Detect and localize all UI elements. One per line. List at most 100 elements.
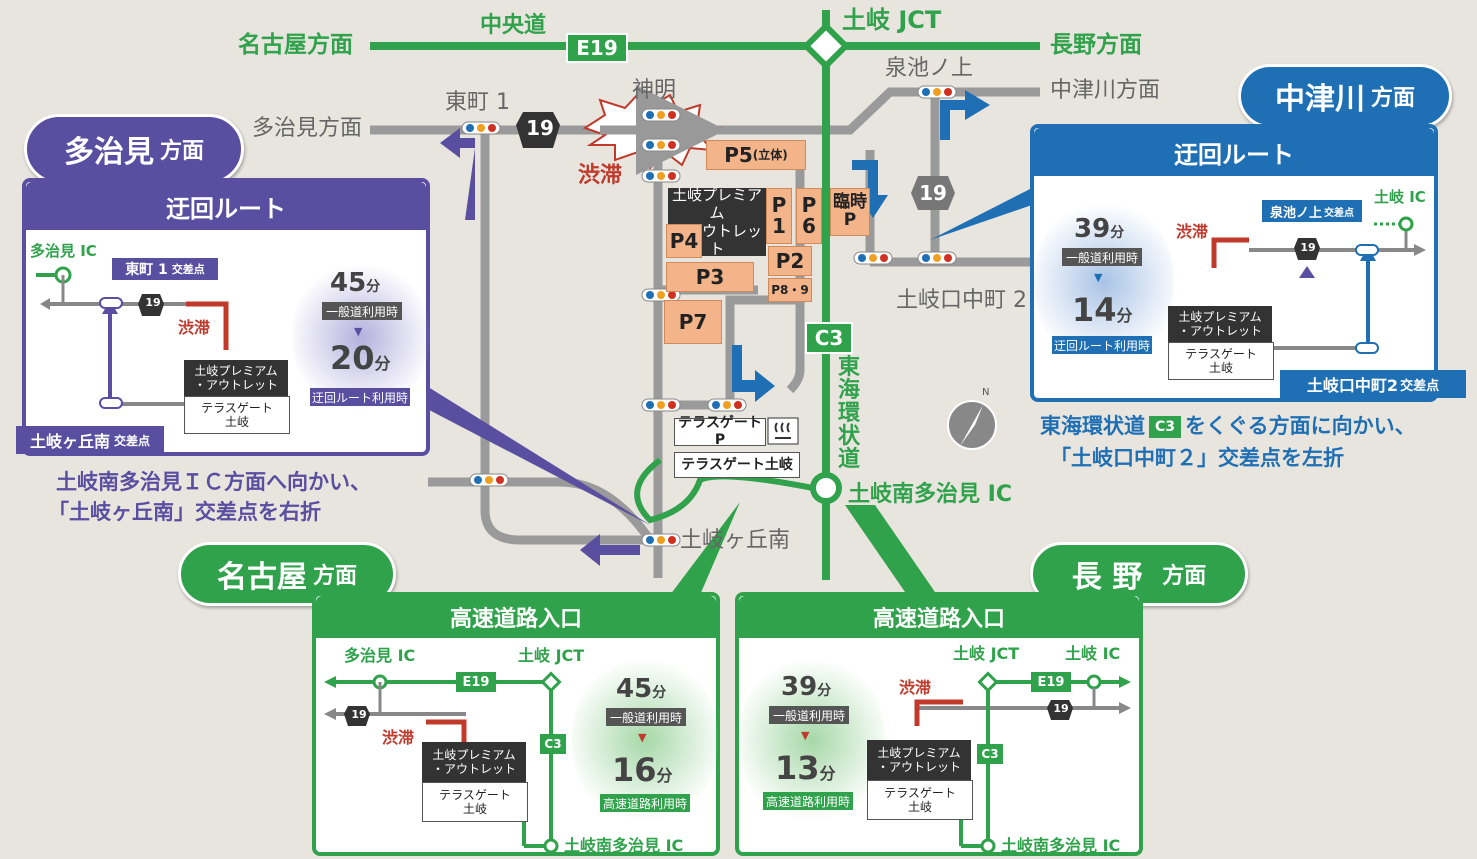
- parking-p7: P7: [664, 300, 722, 344]
- nagano-route19: 19: [1053, 702, 1069, 715]
- toki-jct-label: 土岐 JCT: [842, 6, 942, 34]
- ic-marker: [810, 472, 842, 504]
- nagano-e19-badge: E19: [1031, 672, 1071, 692]
- c3-badge: C3: [805, 322, 853, 354]
- panel-nagano-title: 高速道路入口: [739, 596, 1139, 638]
- tokigaoka-label: 土岐ヶ丘南: [680, 528, 791, 553]
- toki-ic-label: 土岐 IC: [1374, 188, 1426, 206]
- jct-marker: [801, 21, 851, 71]
- panel-nakatsugawa: 迂回ルート 39分 一般道利用時 ▼ 14分 迂回ルート利用時 渋滞 泉池ノ上交…: [1030, 124, 1466, 402]
- pointer-nagoya: [670, 502, 740, 595]
- nagano-time-normal: 39分: [781, 672, 832, 702]
- nakatsugawa-caption-2: 「土岐口中町２」交差点を左折: [1050, 446, 1344, 470]
- blue-arrows: [732, 90, 990, 402]
- jam-label-shinmei: 渋滞: [578, 163, 623, 188]
- tokiguchi-label: 土岐口中町 2: [896, 288, 1027, 313]
- tajimi-time-detour: 20分: [330, 339, 391, 377]
- nagano-terrace: テラスゲート 土岐: [867, 780, 973, 820]
- terrace-parking: テラスゲートP: [674, 415, 766, 448]
- tokigaoka-badge: 土岐ヶ丘南交差点: [16, 426, 164, 454]
- panel-tajimi-title: 迂回ルート: [26, 182, 426, 230]
- nagano-jam: 渋滞: [899, 678, 932, 697]
- panel-nakatsugawa-jam: 渋滞: [1176, 222, 1209, 241]
- caption-c3-badge: C3: [1149, 416, 1181, 438]
- nagoya-jam: 渋滞: [382, 728, 415, 747]
- nakatsugawa-time-detour: 14分: [1072, 291, 1133, 329]
- chuo-expressway-label: 中央道: [480, 13, 547, 38]
- parking-p1: P 1: [766, 188, 792, 244]
- shinmei-label: 神明: [632, 78, 677, 103]
- route19-shield-label-2: 19: [919, 181, 947, 205]
- panel-tajimi-route: 19: [145, 296, 161, 309]
- nakatsugawa-time-normal: 39分: [1074, 214, 1125, 244]
- nakatsugawa-label-detour: 迂回ルート利用時: [1052, 336, 1152, 354]
- panel-nakatsugawa-route: 19: [1300, 241, 1316, 254]
- panel-tajimi-outlet: 土岐プレミアム ・アウトレット: [184, 360, 288, 396]
- tajimi-label-detour: 迂回ルート利用時: [310, 388, 410, 406]
- nagoya-tajimi-ic: 多治見 IC: [344, 646, 416, 665]
- route19-shield-label: 19: [526, 116, 554, 140]
- pointer-nakatsugawa: [930, 188, 1032, 240]
- parking-p5: P5(立体): [706, 140, 806, 170]
- nakatsugawa-label-normal: 一般道利用時: [1062, 248, 1142, 266]
- panel-nakatsugawa-outlet: 土岐プレミアム ・アウトレット: [1168, 306, 1272, 342]
- panel-nagoya: 高速道路入口 多治見 IC 土岐 JCT E19 19 渋滞 土岐プレミアム ・…: [312, 592, 720, 856]
- nagano-toki-jct: 土岐 JCT: [953, 644, 1020, 663]
- parking-p6: P 6: [796, 188, 822, 244]
- ic-label: 土岐南多治見 IC: [848, 482, 1012, 507]
- pointer-tajimi: [410, 385, 650, 525]
- tokai-kanjo-label: 東海環状道: [838, 355, 861, 473]
- compass-n: N: [982, 387, 990, 398]
- nagoya-route19: 19: [351, 708, 367, 721]
- nagoya-direction: 名古屋方面: [238, 32, 353, 58]
- nagoya-c3-badge: C3: [540, 734, 566, 754]
- izuminokami-badge: 泉池ノ上交差点: [1262, 200, 1362, 222]
- panel-tajimi-jam: 渋滞: [178, 318, 211, 337]
- compass-icon: [947, 400, 997, 450]
- tajimi-label-normal: 一般道利用時: [322, 302, 402, 320]
- nagano-ic-bottom: 土岐南多治見 IC: [1001, 836, 1121, 855]
- nagoya-label-hw: 高速道路利用時: [600, 794, 690, 812]
- nagano-arrow-icon: ▼: [801, 729, 810, 742]
- tajimi-arrow-icon: ▼: [354, 325, 363, 338]
- tajimi-caption-2: 「土岐ヶ丘南」交差点を右折: [48, 500, 321, 524]
- panel-nagoya-title: 高速道路入口: [316, 596, 716, 638]
- oval-tajimi: 多治見方面: [24, 114, 244, 184]
- panel-tajimi-terrace: テラスゲート 土岐: [184, 396, 290, 434]
- tajimi-caption-1: 土岐南多治見ＩＣ方面へ向かい、: [56, 470, 371, 494]
- parking-p3: P3: [666, 262, 754, 292]
- nakatsugawa-arrow-icon: ▼: [1094, 271, 1103, 284]
- tajimi-time-normal: 45分: [330, 268, 381, 298]
- pointer-nagano: [845, 505, 935, 592]
- nagano-label-hw: 高速道路利用時: [763, 792, 853, 810]
- oval-nakatsugawa: 中津川方面: [1238, 64, 1452, 128]
- nagano-outlet: 土岐プレミアム ・アウトレット: [867, 740, 971, 780]
- nagano-direction: 長野方面: [1050, 32, 1142, 58]
- nagoya-time-normal: 45分: [616, 674, 667, 704]
- nagoya-arrow-icon: ▼: [638, 731, 647, 744]
- terrace-gate-label: テラスゲート土岐: [674, 452, 800, 478]
- nagano-toki-ic: 土岐 IC: [1065, 644, 1121, 663]
- parking-p4: P4: [666, 224, 702, 258]
- nagoya-time-hw: 16分: [612, 751, 673, 789]
- nagano-label-normal: 一般道利用時: [769, 706, 849, 724]
- purple-arrows: [440, 128, 640, 566]
- nagoya-toki-jct: 土岐 JCT: [518, 646, 585, 665]
- parking-p89: P8・9: [768, 278, 812, 302]
- panel-nakatsugawa-terrace: テラスゲート 土岐: [1168, 342, 1274, 380]
- parking-p2: P2: [768, 246, 812, 276]
- tajimi-ic-label: 多治見 IC: [30, 242, 97, 260]
- nagoya-e19-badge: E19: [456, 672, 496, 692]
- izuminokami-label: 泉池ノ上: [885, 56, 974, 81]
- nagoya-ic-bottom: 土岐南多治見 IC: [564, 836, 684, 855]
- panel-nakatsugawa-title: 迂回ルート: [1034, 128, 1434, 176]
- nakatsugawa-direction: 中津川方面: [1050, 78, 1161, 103]
- nagano-time-hw: 13分: [775, 749, 836, 787]
- traffic-signals: [461, 85, 957, 547]
